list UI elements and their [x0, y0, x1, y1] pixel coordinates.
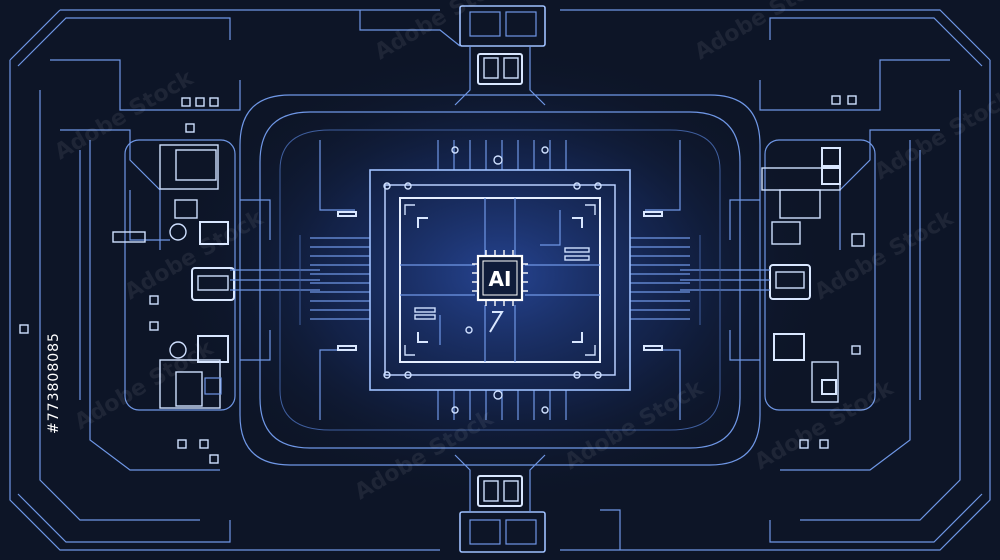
stock-id-label: #773808085 — [46, 332, 62, 434]
right-circuitry — [680, 59, 961, 521]
chip-nodes — [337, 146, 663, 414]
chip-pins — [310, 140, 690, 420]
ai-chip: AI — [472, 250, 528, 306]
core-chip — [369, 169, 631, 391]
ai-chip-label: AI — [489, 267, 512, 291]
outer-frame — [9, 9, 991, 551]
top-connector — [359, 5, 546, 106]
left-circuitry — [19, 59, 320, 521]
chip-frames — [239, 94, 761, 466]
bottom-connector — [454, 454, 621, 553]
